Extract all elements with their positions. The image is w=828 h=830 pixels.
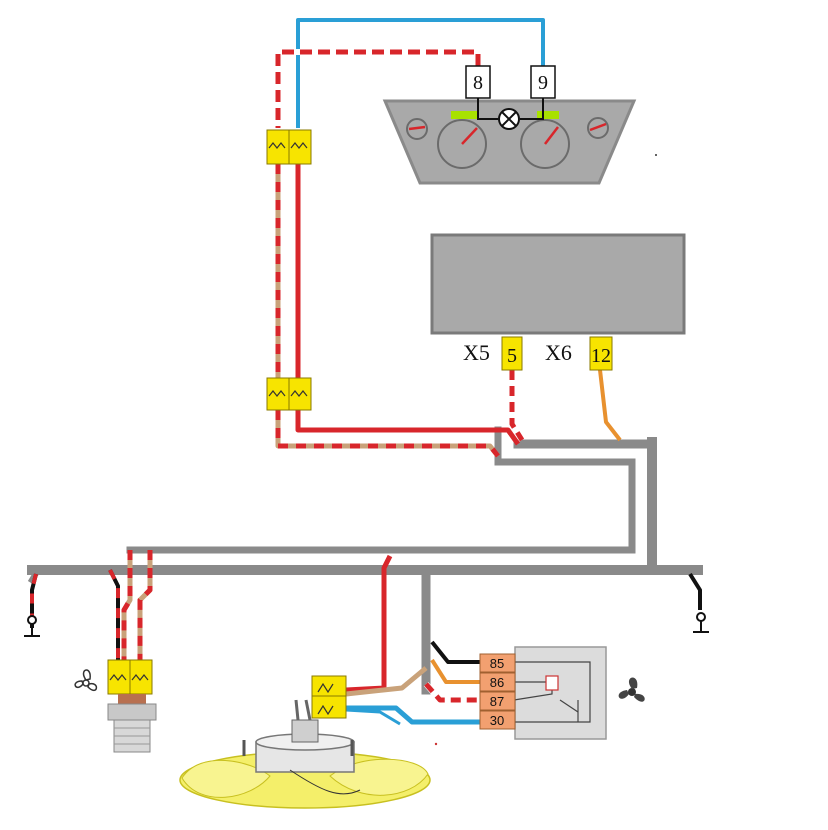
connector-x6 (589, 336, 613, 371)
wires (30, 18, 702, 726)
relay-pin-30: 30 (490, 713, 504, 728)
pin-9-label: 9 (538, 72, 548, 94)
relay-pin-86: 86 (490, 675, 504, 690)
connector-fan (311, 675, 347, 719)
large-gauge-left (437, 119, 487, 169)
pin-pad-right (537, 111, 559, 119)
connector-lower (266, 377, 312, 411)
large-gauge-right (520, 119, 570, 169)
temperature-sensor-icon (107, 694, 157, 753)
relay-pin-87: 87 (490, 694, 504, 709)
connector-x5 (501, 336, 523, 371)
instrument-cluster: 8 9 (382, 65, 637, 185)
main-harness (27, 426, 703, 695)
small-gauge-left (406, 118, 428, 140)
connector-sensor (107, 659, 153, 695)
pin-8-label: 8 (473, 72, 483, 94)
radiator-fan-motor-icon (179, 699, 431, 809)
connector-upper (266, 129, 312, 165)
fan-relay: 85 86 87 30 (479, 646, 607, 740)
pin-5-label: 5 (507, 345, 517, 367)
ground-icon (693, 612, 709, 633)
connector-x6-label: X6 (545, 340, 572, 365)
relay-pin-85: 85 (490, 656, 504, 671)
pin-pad-left (451, 111, 477, 119)
pin-box-9 (530, 65, 556, 99)
pin-box-8 (465, 65, 491, 99)
stray-dot (655, 154, 657, 156)
control-unit: X5 5 X6 12 (430, 233, 686, 371)
ground-icon (24, 615, 40, 637)
stray-dot (434, 742, 438, 746)
connector-x5-label: X5 (463, 340, 490, 365)
fan-icon (74, 669, 98, 692)
fan-icon (618, 677, 645, 702)
pin-12-label: 12 (591, 345, 611, 367)
small-gauge-right (587, 117, 609, 139)
indicator-lamp-icon (498, 108, 520, 130)
